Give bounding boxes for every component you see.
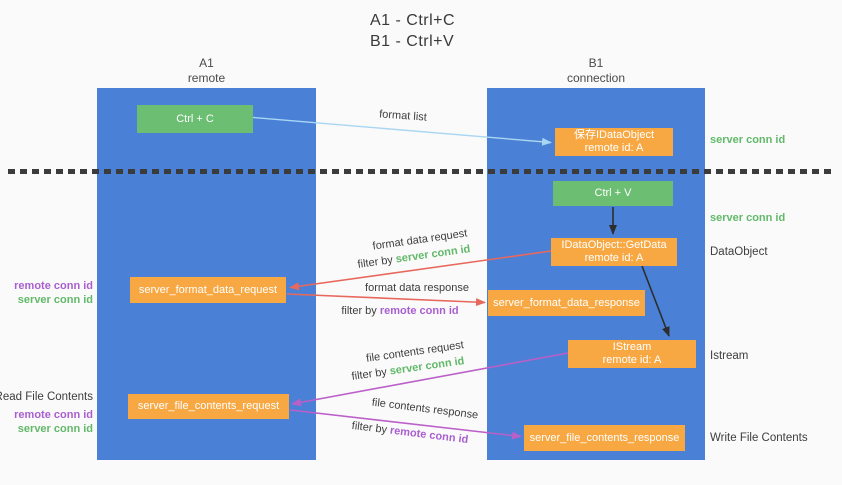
node-save-idataobject: 保存IDataObject remote id: A	[555, 128, 673, 156]
remote-conn-id-label: remote conn id	[14, 409, 93, 421]
node-server-file-contents-request: server_file_contents_request	[128, 394, 289, 419]
remote-conn-id-label: remote conn id	[14, 280, 93, 292]
node-format-request-label: server_format_data_request	[138, 283, 278, 296]
node-format-response-label: server_format_data_response	[493, 296, 640, 309]
node-server-format-data-request: server_format_data_request	[130, 277, 286, 303]
diagram-title: A1 - Ctrl+C B1 - Ctrl+V	[370, 10, 455, 52]
node-getdata-line1: IDataObject::GetData	[561, 239, 667, 251]
column-header-b1: B1 connection	[487, 56, 705, 86]
left-label-read-file-contents: Read File Contents	[0, 391, 93, 403]
node-file-request-label: server_file_contents_request	[137, 400, 280, 412]
node-getdata-line2: remote id: A	[584, 252, 644, 264]
remote-conn-id-text: remote conn id	[389, 424, 469, 447]
column-a1-subtitle: remote	[187, 71, 226, 85]
node-save-idataobject-line2: remote id: A	[584, 142, 644, 154]
edge-label-format-data-response: format data response	[365, 282, 469, 294]
title-line-copy: A1 - Ctrl+C	[370, 12, 456, 29]
server-conn-id-label: server conn id	[17, 423, 93, 435]
title-line-paste: B1 - Ctrl+V	[370, 33, 455, 50]
filter-by-text: filter by	[356, 254, 394, 271]
node-istream-line1: IStream	[612, 341, 652, 353]
right-label-dataobject: DataObject	[710, 246, 768, 258]
server-conn-id-label: server conn id	[17, 294, 93, 306]
node-istream: IStream remote id: A	[568, 340, 696, 368]
node-ctrl-c: Ctrl + C	[137, 105, 253, 133]
column-header-a1: A1 remote	[97, 56, 316, 86]
left-label-format-conn-ids: remote conn id server conn id	[14, 279, 93, 307]
right-label-server-conn-id-top: server conn id	[710, 134, 786, 146]
node-idataobject-getdata: IDataObject::GetData remote id: A	[551, 238, 677, 266]
column-a1-name: A1	[199, 56, 214, 70]
node-save-idataobject-line1: 保存IDataObject	[573, 129, 655, 141]
node-server-file-contents-response: server_file_contents_response	[524, 425, 685, 451]
column-b1-subtitle: connection	[566, 71, 626, 85]
filter-by-text: filter by	[351, 419, 388, 437]
column-b1-name: B1	[588, 56, 604, 70]
right-label-write-file-contents: Write File Contents	[710, 432, 808, 444]
node-istream-line2: remote id: A	[602, 354, 662, 366]
remote-conn-id-text: remote conn id	[379, 305, 459, 317]
filter-by-text: filter by	[350, 366, 388, 383]
left-label-file-conn-ids: remote conn id server conn id	[14, 408, 93, 436]
filter-by-text: filter by	[341, 305, 377, 317]
edge-label-format-list: format list	[378, 108, 428, 124]
edge-label-file-contents-response: file contents response	[371, 396, 479, 422]
node-ctrl-c-label: Ctrl + C	[176, 112, 214, 125]
node-ctrl-v-label: Ctrl + V	[594, 187, 632, 199]
arrow-format-data-response	[286, 293, 486, 307]
node-ctrl-v: Ctrl + V	[553, 181, 673, 206]
node-server-format-data-response: server_format_data_response	[488, 290, 645, 316]
session-divider-dotted-line	[8, 169, 834, 174]
right-label-server-conn-id-mid: server conn id	[710, 212, 786, 224]
node-file-response-label: server_file_contents_response	[529, 431, 680, 444]
right-label-istream: Istream	[710, 350, 749, 362]
